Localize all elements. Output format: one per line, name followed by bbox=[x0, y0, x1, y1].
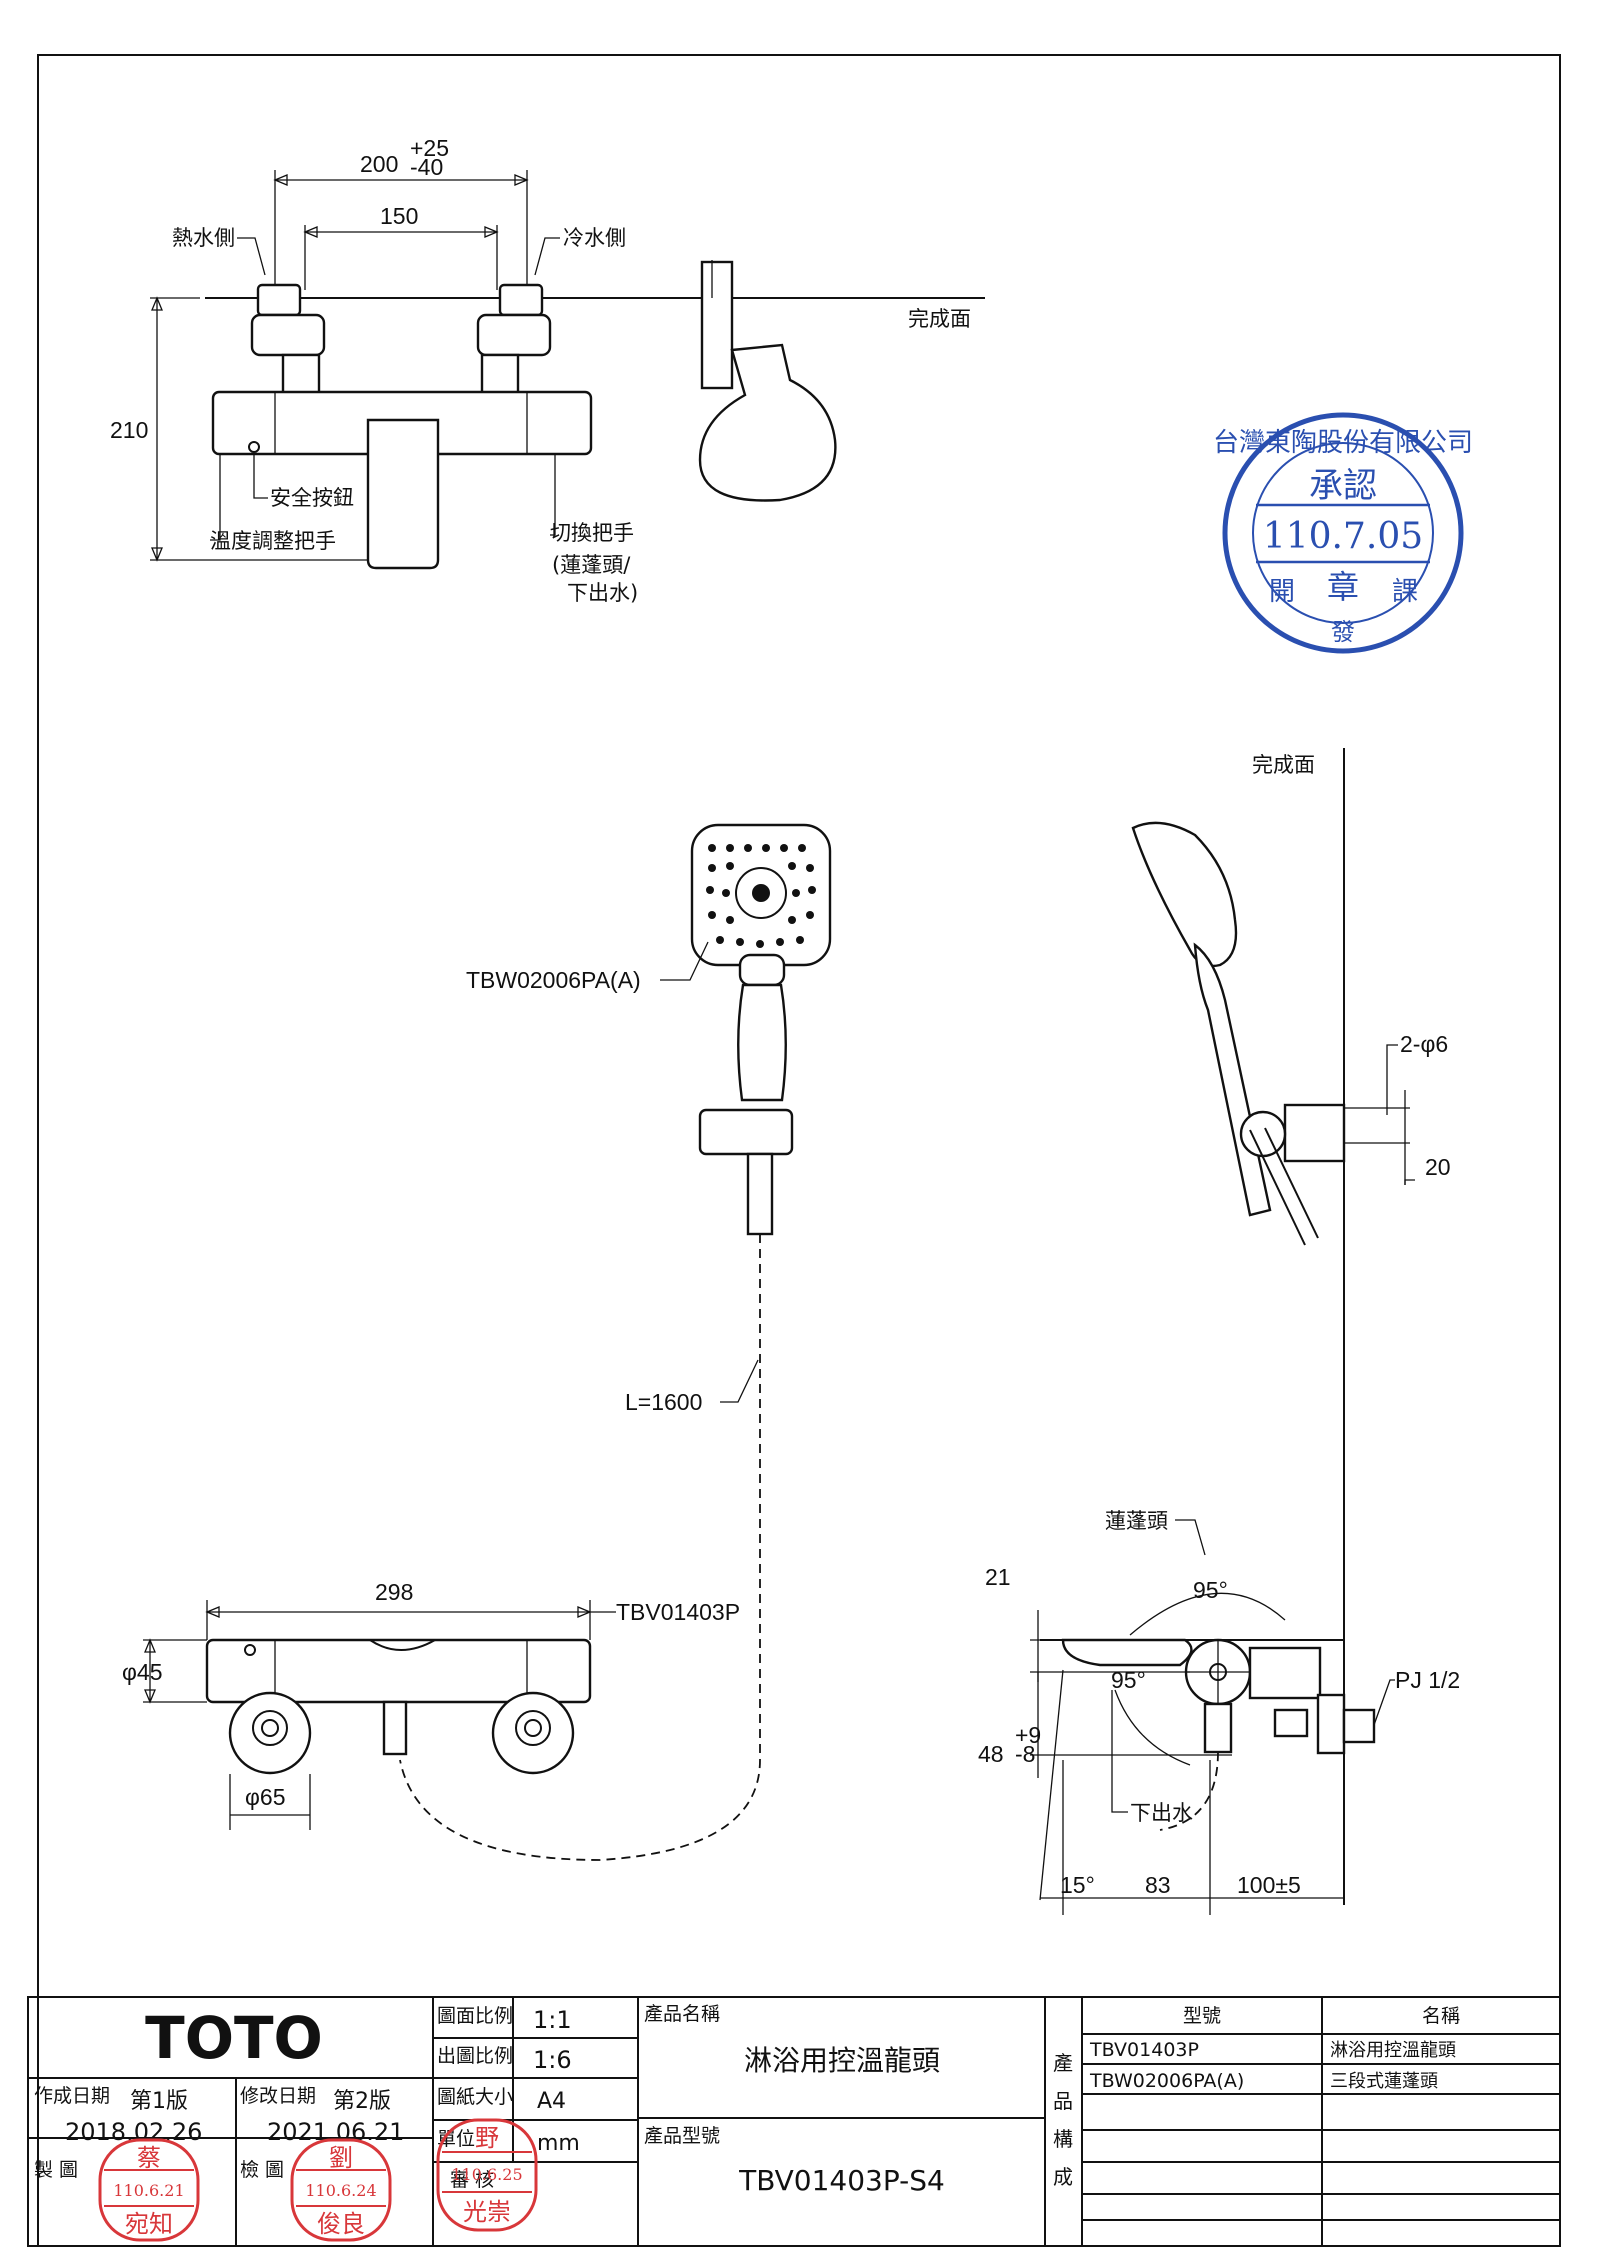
edition-2: 第2版 bbox=[333, 2089, 391, 2114]
finish-surface-label: 完成面 bbox=[908, 307, 971, 331]
unit-value: mm bbox=[537, 2131, 580, 2156]
dim-200-tol-minus: -40 bbox=[410, 154, 443, 180]
hose-length-label: L=1600 bbox=[625, 1389, 702, 1415]
approval-stamp: 台灣東陶股份有限公司 承認 110.7.05 章 開 課 發 bbox=[1213, 412, 1473, 654]
dim-83: 83 bbox=[1145, 1872, 1171, 1898]
cold-side-label: 冷水側 bbox=[563, 226, 626, 250]
edition-1: 第1版 bbox=[130, 2089, 188, 2114]
hot-side-label: 熱水側 bbox=[172, 226, 235, 250]
dim-20: 20 bbox=[1425, 1154, 1451, 1180]
stamp-date: 110.7.05 bbox=[1263, 516, 1423, 557]
angle-top: 95° bbox=[1193, 1577, 1228, 1603]
composition-label-1: 產 bbox=[1053, 2051, 1073, 2075]
stamp-drawn-name: 宛知 bbox=[125, 2210, 173, 2238]
stamp-company: 台灣東陶股份有限公司 bbox=[1213, 428, 1473, 458]
switch-handle-label-3: 下出水) bbox=[567, 581, 638, 605]
holes-label: 2-φ6 bbox=[1400, 1031, 1448, 1057]
checked-label: 檢 圖 bbox=[240, 2159, 284, 2181]
reviewer-label: 審 核 bbox=[450, 2169, 494, 2191]
dim-200-tol-plus: +25 bbox=[410, 135, 449, 161]
temp-handle-label: 溫度調整把手 bbox=[210, 529, 336, 553]
dim-210: 210 bbox=[110, 417, 148, 443]
print-scale-value: 1:6 bbox=[533, 2046, 572, 2074]
lower-outlet-label: 下出水 bbox=[1130, 1801, 1193, 1825]
revised-label: 修改日期 bbox=[240, 2085, 316, 2107]
revised-date: 2021.06.21 bbox=[267, 2118, 404, 2146]
stamp-reviewed: 野 110.6.25 光崇 bbox=[436, 2118, 538, 2232]
dim-21: 21 bbox=[985, 1564, 1011, 1590]
composition-label-2: 品 bbox=[1053, 2089, 1073, 2113]
composition-label-4: 成 bbox=[1053, 2165, 1073, 2189]
front-view-valve: 298 TBV01403P φ45 φ65 bbox=[122, 1579, 740, 1830]
angle-15: 15° bbox=[1060, 1872, 1095, 1898]
product-code: TBV01403P-S4 bbox=[738, 2164, 945, 2197]
stamp-checked-date: 110.6.24 bbox=[305, 2181, 376, 2200]
col-model-header: 型號 bbox=[1183, 2005, 1221, 2027]
stamp-drawn-top: 蔡 bbox=[137, 2144, 161, 2172]
product-code-label: 產品型號 bbox=[644, 2125, 720, 2147]
shower-model-label: TBW02006PA(A) bbox=[466, 967, 641, 993]
dim-48: 48 bbox=[978, 1741, 1004, 1767]
top-view: 200 +25 -40 150 熱水側 冷水側 完成面 210 bbox=[110, 135, 985, 605]
stamp-reviewed-name: 光崇 bbox=[463, 2198, 511, 2226]
switch-handle-label-1: 切換把手 bbox=[550, 521, 634, 545]
stamp-approve: 承認 bbox=[1309, 466, 1377, 506]
dim-d45: φ45 bbox=[122, 1659, 163, 1685]
stamp-seal: 章 bbox=[1327, 568, 1359, 606]
component-2-name: 三段式蓮蓬頭 bbox=[1330, 2071, 1438, 2092]
stamp-checked: 劉 110.6.24 俊良 bbox=[290, 2138, 392, 2242]
stamp-bottom: 發 bbox=[1331, 618, 1355, 646]
stamp-left: 開 bbox=[1269, 577, 1295, 607]
col-name-header: 名稱 bbox=[1422, 2005, 1460, 2027]
shower-head-label: 蓮蓬頭 bbox=[1105, 1509, 1168, 1533]
stamp-checked-name: 俊良 bbox=[317, 2210, 365, 2238]
stamp-drawn-date: 110.6.21 bbox=[113, 2181, 184, 2200]
dim-d65: φ65 bbox=[245, 1784, 286, 1810]
created-label: 作成日期 bbox=[34, 2085, 110, 2107]
paper-value: A4 bbox=[537, 2089, 566, 2114]
product-name-label: 產品名稱 bbox=[644, 2003, 720, 2025]
stamp-drawn: 蔡 110.6.21 宛知 bbox=[98, 2138, 200, 2242]
switch-handle-label-2: (蓮蓬頭/ bbox=[552, 553, 631, 577]
paper-label: 圖紙大小 bbox=[437, 2086, 513, 2108]
side-view: 完成面 2-φ6 20 95° 95° 蓮蓬頭 bbox=[978, 748, 1460, 1915]
composition-label-3: 構 bbox=[1053, 2127, 1073, 2151]
stamp-checked-top: 劉 bbox=[329, 2144, 353, 2172]
stamp-right: 課 bbox=[1392, 577, 1418, 607]
pj-label: PJ 1/2 bbox=[1395, 1667, 1460, 1693]
scale-value: 1:1 bbox=[533, 2006, 572, 2034]
title-block: TOTO 作成日期 第1版 2018.02.26 修改日期 第2版 2021.0… bbox=[27, 1996, 1561, 2247]
safety-button-label: 安全按鈕 bbox=[270, 486, 354, 510]
valve-model-label: TBV01403P bbox=[616, 1599, 740, 1625]
component-2-model: TBW02006PA(A) bbox=[1089, 2070, 1244, 2092]
scale-label: 圖面比例 bbox=[437, 2005, 513, 2027]
stamp-reviewed-date: 110.6.25 bbox=[451, 2165, 522, 2184]
stamp-reviewed-top: 野 bbox=[475, 2124, 499, 2152]
dim-298: 298 bbox=[375, 1579, 413, 1605]
dim-200: 200 bbox=[360, 151, 398, 177]
angle-inner: 95° bbox=[1111, 1667, 1146, 1693]
dim-100: 100±5 bbox=[1237, 1872, 1301, 1898]
front-view-shower: TBW02006PA(A) L=1600 bbox=[399, 823, 832, 1861]
brand-logo: TOTO bbox=[145, 2004, 323, 2072]
drawn-label: 製 圖 bbox=[34, 2159, 78, 2181]
component-1-name: 淋浴用控溫龍頭 bbox=[1330, 2040, 1456, 2061]
dim-48-tol-minus: -8 bbox=[1015, 1741, 1035, 1767]
side-finish-surface-label: 完成面 bbox=[1252, 753, 1315, 777]
dim-150: 150 bbox=[380, 203, 418, 229]
print-scale-label: 出圖比例 bbox=[437, 2045, 513, 2067]
product-name: 淋浴用控溫龍頭 bbox=[744, 2044, 940, 2077]
dim-48-tol-plus: +9 bbox=[1015, 1722, 1041, 1748]
component-1-model: TBV01403P bbox=[1089, 2039, 1199, 2061]
